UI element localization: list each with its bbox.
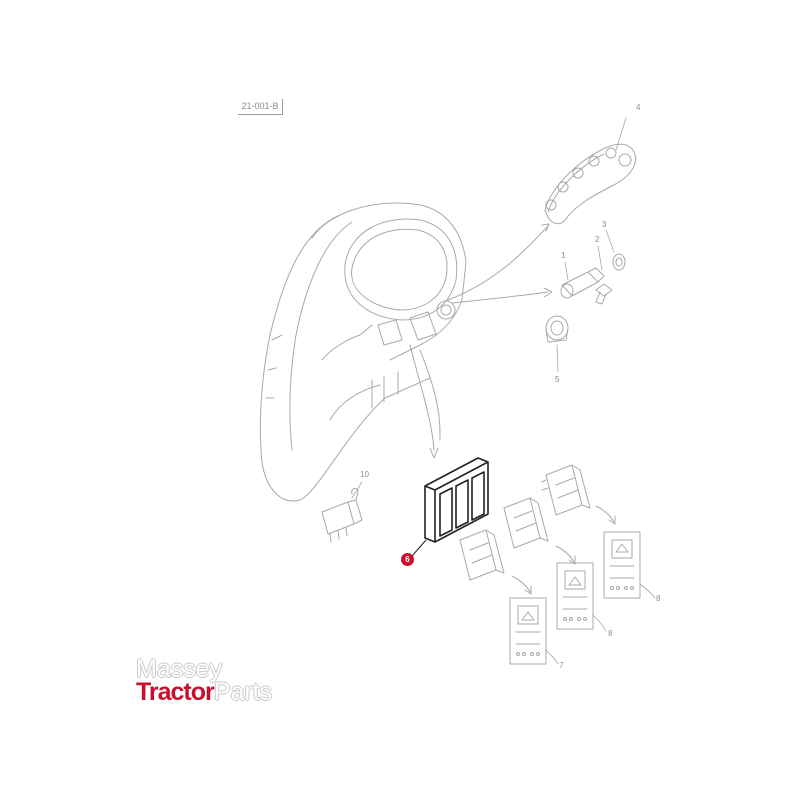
switch-label-plate-8a — [603, 531, 656, 599]
diagram-reference-code: 21-001-B — [238, 99, 283, 115]
arrow-to-label-7 — [511, 575, 531, 593]
rocker-switch-group — [459, 464, 591, 581]
brand-logo: Massey TractorParts — [136, 657, 316, 705]
logo-line-massey: Massey — [136, 655, 223, 683]
arrow-to-label-8a — [595, 505, 615, 523]
callout-part-2: 2 — [595, 235, 600, 244]
curved-switch-panel — [544, 117, 636, 225]
ignition-switch — [560, 261, 605, 299]
highlighted-part-badge: 6 — [401, 553, 414, 566]
wire-to-switch-panel — [447, 225, 549, 301]
logo-word-parts: Parts — [213, 678, 273, 706]
leader-arrow — [429, 447, 439, 459]
callout-part-8a: 8 — [656, 594, 661, 603]
round-switch — [545, 315, 569, 373]
logo-word-tractor: Tractor — [136, 678, 215, 706]
wire-arrow — [543, 287, 553, 298]
arrow-to-label-8b — [555, 545, 575, 563]
mounting-nut — [605, 229, 626, 271]
callout-part-4: 4 — [636, 103, 641, 112]
switch-housing-highlighted — [411, 457, 489, 557]
leader-to-switch-housing-2 — [419, 349, 441, 441]
dashboard-housing — [259, 202, 467, 502]
callout-part-7: 7 — [559, 661, 564, 670]
callout-part-5: 5 — [555, 375, 560, 384]
callout-part-1: 1 — [561, 251, 566, 260]
relay — [321, 481, 363, 543]
leader-to-switch-housing — [409, 344, 435, 451]
callout-part-3: 3 — [602, 220, 607, 229]
callout-part-8b: 8 — [608, 629, 613, 638]
logo-line-tractor-parts: TractorParts — [136, 680, 272, 705]
callout-part-10: 10 — [360, 470, 369, 479]
switch-label-plate-7 — [509, 597, 559, 665]
wire-to-ignition — [451, 291, 549, 304]
ignition-key — [595, 245, 613, 305]
switch-label-plate-8b — [556, 562, 607, 632]
wire-arrow-2 — [541, 223, 550, 232]
